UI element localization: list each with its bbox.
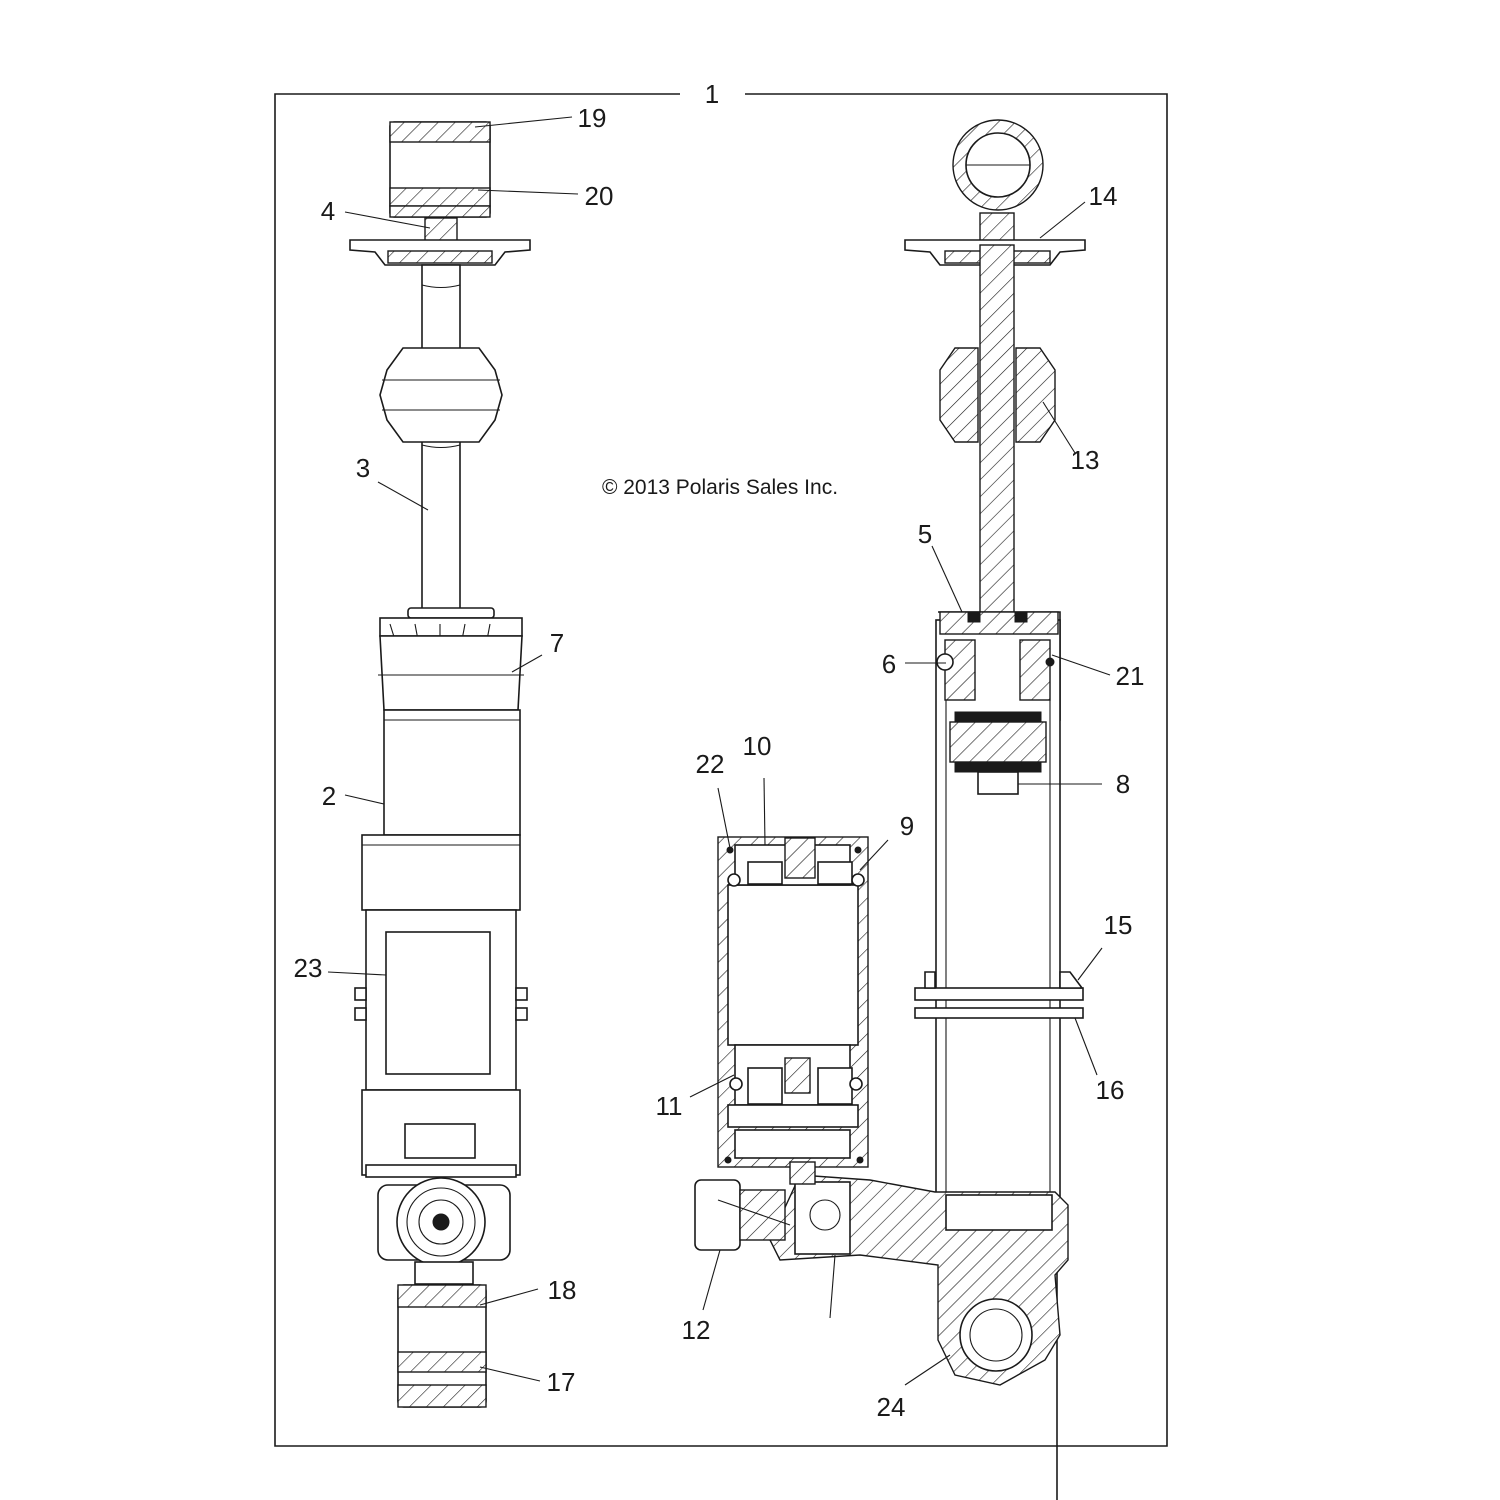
piston [949, 721, 1047, 763]
callout-20: 20 [585, 181, 614, 211]
callout-7: 7 [550, 628, 564, 658]
callout-8: 8 [1116, 769, 1130, 799]
callout-13: 13 [1071, 445, 1100, 475]
rebound-adjuster [694, 1179, 741, 1251]
callout-1: 1 [705, 79, 719, 109]
label-decal [385, 931, 491, 1075]
coil-housing [361, 834, 521, 911]
reservoir-cross-section [717, 836, 869, 1185]
callout-24: 24 [877, 1392, 906, 1422]
callout-6: 6 [882, 649, 896, 679]
callout-19: 19 [578, 103, 607, 133]
shock-cross-section [694, 119, 1086, 1500]
callout-15: 15 [1104, 910, 1133, 940]
callout-12: 12 [682, 1315, 711, 1345]
callout-3: 3 [356, 453, 370, 483]
callout-labels: 19 20 4 3 7 2 23 18 17 14 13 5 6 21 8 10… [294, 103, 1145, 1422]
callout-2: 2 [322, 781, 336, 811]
shock-body [383, 709, 521, 836]
leader-lines [327, 116, 1111, 1386]
lower-eye [959, 1298, 1033, 1372]
callout-4: 4 [321, 196, 335, 226]
callout-9: 9 [900, 811, 914, 841]
bump-stop [379, 347, 503, 443]
callout-14: 14 [1089, 181, 1118, 211]
callout-21: 21 [1116, 661, 1145, 691]
shock-exterior-view [349, 121, 531, 1408]
callout-11: 11 [656, 1091, 683, 1121]
copyright-notice: © 2013 Polaris Sales Inc. [602, 476, 838, 499]
callout-17: 17 [547, 1367, 576, 1397]
callout-5: 5 [918, 519, 932, 549]
callout-22: 22 [696, 749, 725, 779]
diagram-frame: 1 [274, 79, 1168, 1447]
callout-23: 23 [294, 953, 323, 983]
adjuster-collar [379, 635, 523, 711]
callout-10: 10 [743, 731, 772, 761]
callout-18: 18 [548, 1275, 577, 1305]
callout-16: 16 [1096, 1075, 1125, 1105]
